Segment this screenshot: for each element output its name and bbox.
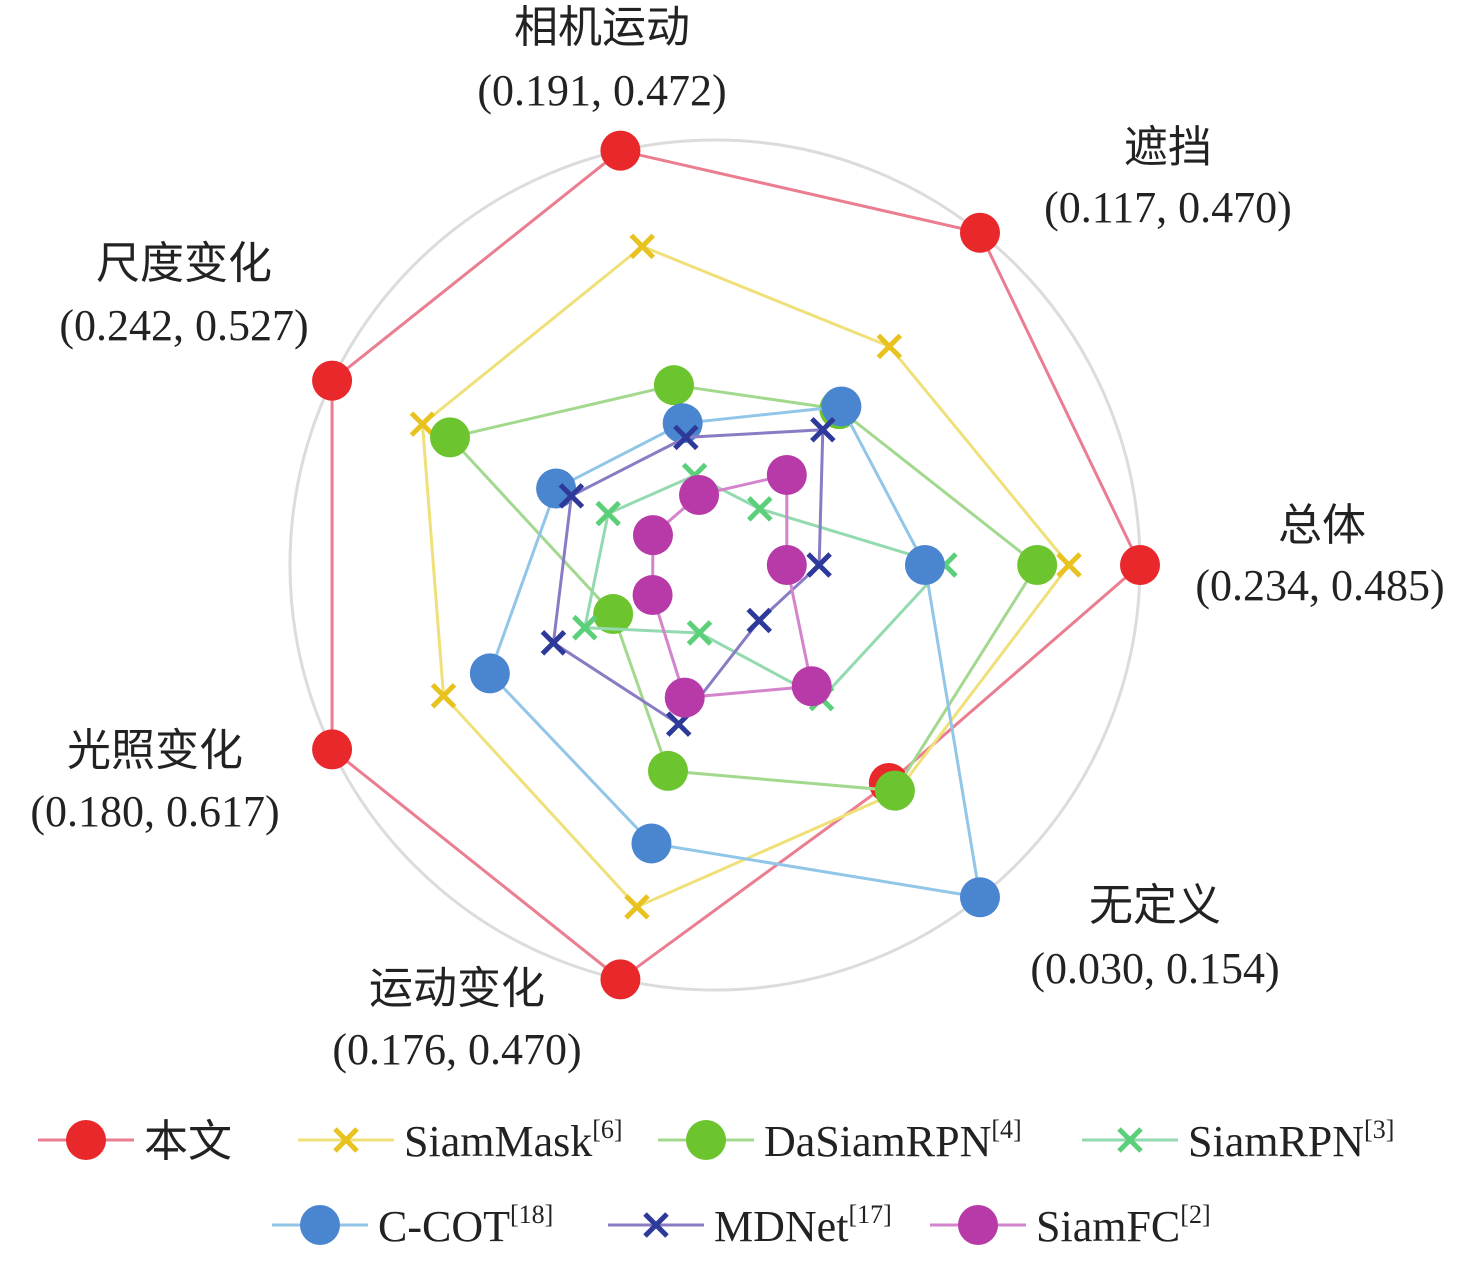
data-point-0 [1056, 552, 1082, 578]
series-line [651, 473, 814, 700]
data-point-6 [746, 607, 773, 634]
data-point-6 [874, 770, 915, 811]
legend-label: C-COT[18] [378, 1200, 553, 1251]
axis-label-4: 光照变化 [67, 726, 243, 775]
legend: 本文 SiamMask[6] DaSiamRPN[4] SiamRPN[3] C-COT… [38, 1115, 1394, 1251]
data-point-4 [572, 614, 598, 641]
data-point-1 [810, 416, 836, 443]
axis-label-3: 尺度变化 [96, 239, 272, 288]
legend-item-本文: 本文 [38, 1117, 232, 1166]
data-point-4 [632, 575, 673, 616]
legend-ref: [2] [1180, 1200, 1210, 1229]
data-point-0 [1120, 545, 1160, 585]
axis-values-5: (0.176, 0.470) [332, 1025, 581, 1074]
legend-label: SiamRPN[3] [1188, 1115, 1394, 1166]
axis-values-1: (0.117, 0.470) [1044, 183, 1292, 232]
data-point-4 [540, 630, 567, 656]
data-point-3 [558, 483, 585, 509]
data-point-3 [312, 360, 353, 401]
axis-labels: 总体 (0.234, 0.485) 遮挡 (0.117, 0.470) 相机运动… [30, 3, 1444, 1074]
series-line [447, 383, 1040, 793]
data-point-5 [664, 677, 705, 718]
legend-label: SiamFC[2] [1036, 1200, 1211, 1251]
legend-label: DaSiamRPN[4] [764, 1115, 1022, 1166]
series-line [551, 428, 825, 727]
data-point-4 [430, 682, 457, 709]
axis-values-4: (0.180, 0.617) [30, 787, 279, 836]
axis-label-6: 无定义 [1089, 881, 1221, 930]
data-point-1 [747, 496, 773, 522]
data-point-0 [806, 552, 832, 578]
legend-item-DaSiamRPN: DaSiamRPN[4] [658, 1115, 1022, 1166]
data-point-2 [673, 424, 699, 451]
axis-label-1: 遮挡 [1124, 123, 1212, 172]
legend-item-SiamMask: SiamMask[6] [298, 1115, 623, 1166]
data-point-3 [632, 515, 673, 556]
data-point-6 [959, 877, 1000, 918]
legend-marker [300, 1205, 340, 1245]
axis-label-0: 总体 [1278, 501, 1366, 550]
legend-marker [66, 1120, 106, 1160]
data-point-0 [904, 545, 945, 585]
data-point-3 [430, 417, 471, 458]
series-DaSiamRPN [430, 365, 1058, 811]
legend-item-C-COT: C-COT[18] [272, 1200, 553, 1251]
data-point-5 [624, 894, 650, 920]
legend-label: 本文 [144, 1117, 232, 1166]
legend-label: MDNet[17] [714, 1200, 892, 1251]
data-point-1 [766, 454, 807, 495]
data-point-2 [679, 474, 720, 515]
data-point-5 [600, 959, 641, 1000]
legend-item-MDNet: MDNet[17] [608, 1200, 892, 1251]
legend-marker [333, 1127, 359, 1153]
data-point-2 [653, 365, 694, 406]
data-point-1 [821, 386, 862, 427]
axis-label-2: 相机运动 [514, 3, 690, 52]
data-point-6 [791, 666, 832, 707]
legend-marker [686, 1120, 726, 1160]
axis-values-2: (0.191, 0.472) [477, 66, 726, 115]
data-point-4 [469, 653, 510, 694]
series-SiamMask [409, 233, 1082, 920]
series-layer [312, 130, 1160, 1000]
data-point-3 [595, 500, 621, 527]
data-point-3 [409, 411, 436, 437]
data-point-2 [629, 233, 656, 260]
outer-grid-circle [288, 138, 1142, 992]
data-point-0 [766, 545, 807, 585]
data-point-4 [593, 594, 634, 635]
legend-ref: [6] [592, 1115, 622, 1144]
legend-marker [958, 1205, 998, 1245]
series-line [420, 244, 1071, 909]
legend-marker [643, 1212, 669, 1238]
legend-ref: [4] [991, 1115, 1021, 1144]
axis-label-5: 运动变化 [369, 964, 545, 1013]
legend-item-SiamFC: SiamFC[2] [930, 1200, 1211, 1251]
legend-marker [1117, 1127, 1143, 1153]
legend-label: SiamMask[6] [404, 1115, 623, 1166]
axis-values-6: (0.030, 0.154) [1030, 944, 1279, 993]
data-point-1 [959, 212, 1000, 253]
data-point-5 [647, 750, 688, 791]
legend-ref: [17] [848, 1200, 891, 1229]
data-point-1 [876, 333, 903, 360]
legend-ref: [18] [510, 1200, 553, 1229]
series-line [488, 404, 982, 900]
data-point-5 [686, 620, 713, 646]
axis-values-0: (0.234, 0.485) [1195, 561, 1444, 610]
axis-values-3: (0.242, 0.527) [59, 301, 308, 350]
series-MDNet [540, 416, 836, 737]
data-point-2 [600, 130, 641, 171]
series-C-COT [469, 386, 1000, 918]
legend-item-SiamRPN: SiamRPN[3] [1082, 1115, 1394, 1166]
data-point-4 [312, 729, 353, 770]
series-SiamRPN [572, 462, 958, 712]
data-point-0 [1017, 545, 1058, 585]
series-SiamFC [632, 454, 832, 718]
legend-ref: [3] [1364, 1115, 1394, 1144]
data-point-5 [631, 823, 672, 864]
